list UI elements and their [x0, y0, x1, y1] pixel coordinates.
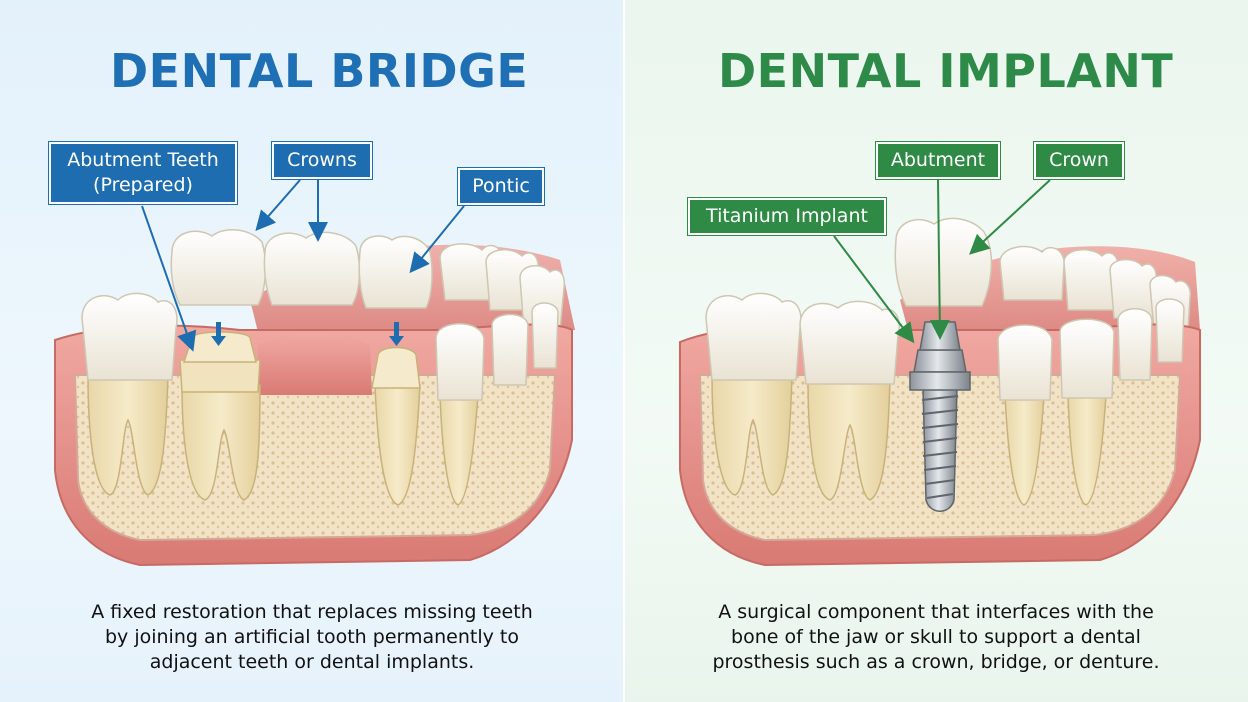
dental-implant-title: DENTAL IMPLANT [718, 44, 1173, 98]
abutment-label: Abutment [876, 142, 1000, 179]
abutment-teeth-label: Abutment Teeth (Prepared) [49, 142, 237, 204]
dental-bridge-title: DENTAL BRIDGE [110, 44, 528, 98]
implant-caption: A surgical component that interfaces wit… [664, 600, 1208, 675]
implant-caption-line: prosthesis such as a crown, bridge, or d… [664, 650, 1208, 675]
implant-caption-line: bone of the jaw or skull to support a de… [664, 625, 1208, 650]
implant-caption-line: A surgical component that interfaces wit… [664, 600, 1208, 625]
bridge-caption-line: by joining an artificial tooth permanent… [40, 625, 584, 650]
implant-crown [895, 218, 991, 306]
bridge-jaw-illustration [55, 180, 575, 565]
bridge-crowns [171, 230, 432, 308]
titanium-implant-label: Titanium Implant [688, 198, 886, 235]
bridge-caption: A fixed restoration that replaces missin… [40, 600, 584, 675]
pontic-label: Pontic [458, 168, 544, 205]
crown-label: Crown [1034, 142, 1124, 179]
bridge-caption-line: adjacent teeth or dental implants. [40, 650, 584, 675]
bridge-caption-line: A fixed restoration that replaces missin… [40, 600, 584, 625]
crowns-label: Crowns [272, 142, 372, 179]
implant-jaw-illustration [680, 180, 1200, 565]
abutment-teeth-label-line2: (Prepared) [59, 173, 227, 198]
abutment-teeth-label-line1: Abutment Teeth [59, 148, 227, 173]
